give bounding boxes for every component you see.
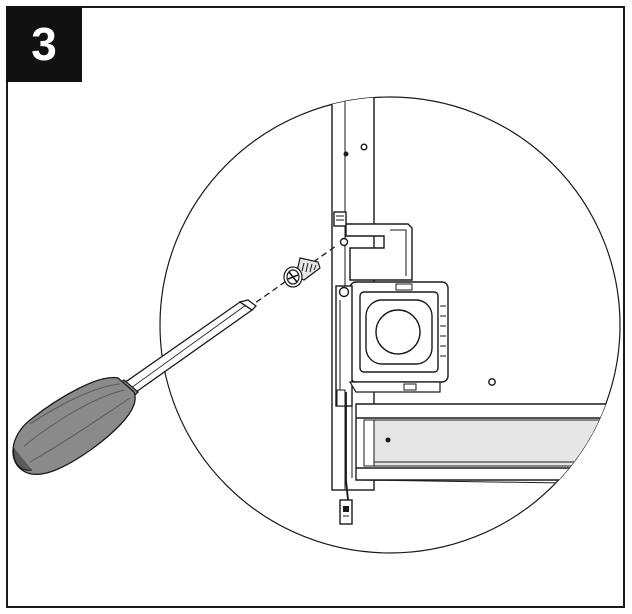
drive-cage-hole xyxy=(375,309,421,355)
upper-bracket xyxy=(345,223,413,281)
screw-icon xyxy=(283,257,321,288)
cable xyxy=(345,392,349,501)
chassis-detail xyxy=(331,97,620,525)
step-number-badge: 3 xyxy=(6,6,82,82)
screwdriver-icon xyxy=(12,299,257,475)
mounting-strip xyxy=(335,285,353,407)
rail-clip xyxy=(333,211,347,227)
screwdriver-handle xyxy=(12,376,136,475)
